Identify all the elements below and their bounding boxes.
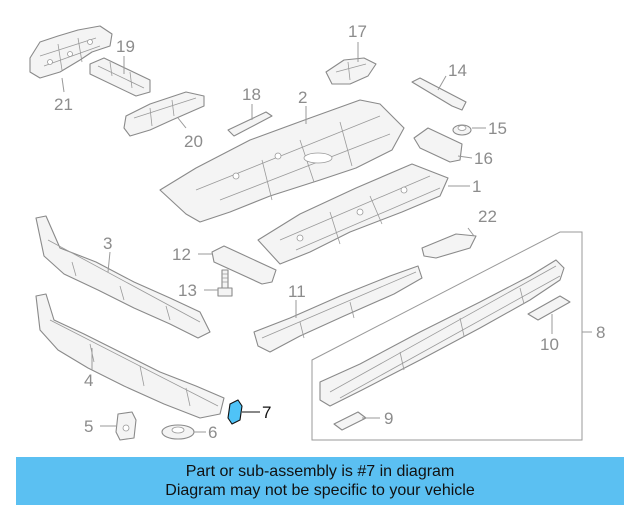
callout-20: 20 (184, 132, 203, 151)
bracket-8 (311, 231, 583, 441)
part-9-illustration (333, 411, 367, 431)
callout-2: 2 (298, 88, 307, 107)
leader-3 (107, 251, 111, 273)
part-16-illustration (413, 127, 463, 163)
callout-15: 15 (488, 119, 507, 138)
part-10-illustration (527, 295, 571, 321)
part-12-illustration (211, 245, 277, 285)
part-21-illustration (29, 25, 113, 79)
callout-5: 5 (84, 417, 93, 436)
part-19-illustration (89, 57, 151, 97)
part-3-illustration (35, 215, 211, 339)
part-13-illustration (217, 269, 233, 297)
leader-22 (467, 227, 475, 237)
callout-16: 16 (474, 149, 493, 168)
callout-21: 21 (54, 95, 73, 114)
part-17-illustration (325, 57, 377, 85)
part-2-illustration (159, 99, 405, 223)
part-7-illustration (227, 399, 243, 425)
callout-11: 11 (288, 282, 306, 301)
part-6-illustration (161, 424, 195, 440)
callout-14: 14 (448, 61, 467, 80)
leader-21 (61, 77, 65, 93)
callout-9: 9 (384, 409, 393, 428)
part-22-illustration (421, 233, 477, 259)
info-banner: Part or sub-assembly is #7 in diagram Di… (16, 457, 624, 505)
callout-3: 3 (103, 234, 112, 253)
callout-10: 10 (540, 335, 559, 354)
callout-17: 17 (348, 22, 367, 41)
part-14-illustration (411, 77, 467, 111)
part-5-illustration (115, 411, 137, 441)
part-1-illustration (257, 163, 449, 265)
callout-18: 18 (242, 85, 261, 104)
part-15-illustration (452, 124, 472, 136)
part-20-illustration (123, 91, 205, 137)
callout-6: 6 (208, 423, 217, 442)
part-8-illustration (319, 259, 565, 407)
callout-19: 19 (116, 37, 135, 56)
leader-14 (437, 75, 447, 91)
banner-line-2: Diagram may not be specific to your vehi… (165, 482, 475, 499)
callout-1: 1 (472, 177, 481, 196)
banner-line-1: Part or sub-assembly is #7 in diagram (185, 463, 455, 480)
callout-13: 13 (178, 281, 197, 300)
callout-4: 4 (84, 371, 93, 390)
callout-12: 12 (172, 245, 191, 264)
parts-diagram: 21 19 20 17 14 18 2 15 (29, 22, 605, 442)
callout-8: 8 (596, 323, 605, 342)
callout-22: 22 (478, 207, 497, 226)
callout-7: 7 (262, 403, 271, 422)
part-18-illustration (227, 111, 273, 137)
leader-16 (457, 155, 473, 159)
leader-20 (177, 117, 187, 129)
part-11-illustration (253, 265, 423, 353)
